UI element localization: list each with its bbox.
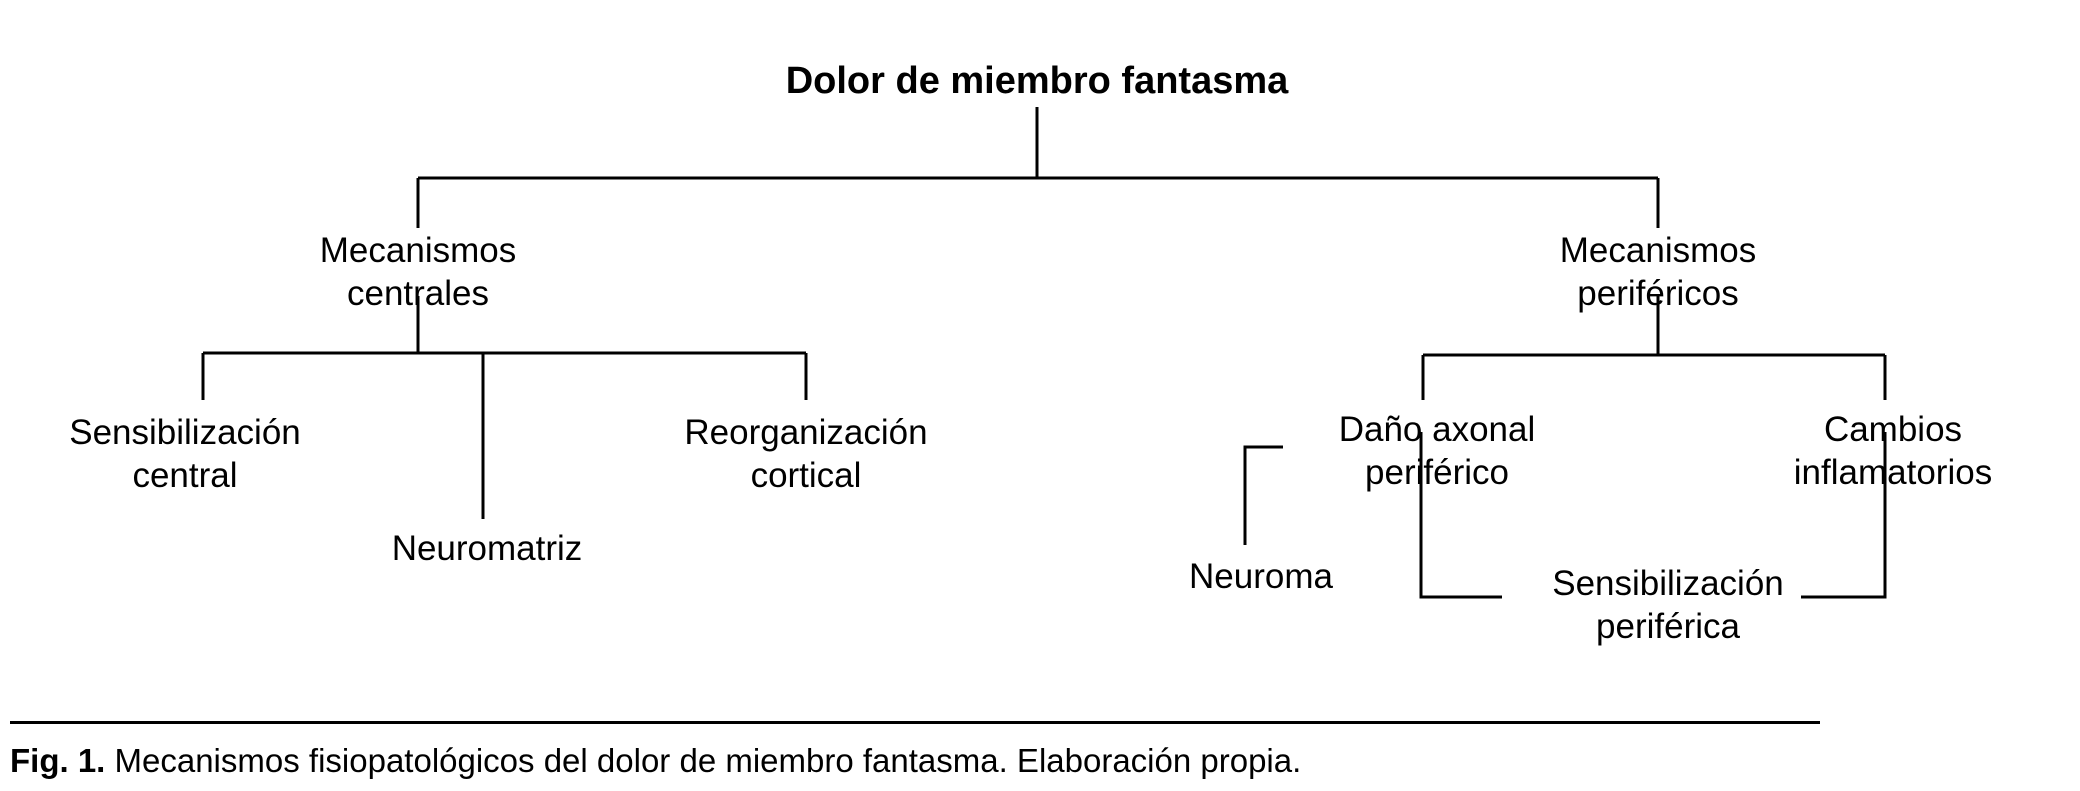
- node-neuroma-label: Neuroma: [1189, 557, 1333, 596]
- figure-caption-text: Mecanismos fisiopatológicos del dolor de…: [105, 742, 1302, 779]
- node-cambios-inflamatorios-line1: Cambios: [1824, 410, 1962, 449]
- node-mecanismos-perifericos-line1: Mecanismos: [1560, 231, 1756, 270]
- connector-group-perifericos: [1421, 296, 1887, 400]
- edge-dano-axonal-to-neuroma: [1243, 445, 1283, 545]
- node-neuromatriz-label: Neuromatriz: [392, 529, 583, 568]
- node-mecanismos-centrales-line2: centrales: [347, 274, 489, 313]
- edge-cambios-inflamatorios-to-sens-periferica: [1801, 432, 1887, 599]
- node-sensibilizacion-central-line2: central: [132, 456, 237, 495]
- figure-caption: Fig. 1. Mecanismos fisiopatológicos del …: [10, 740, 2010, 782]
- node-reorganizacion-cortical-line2: cortical: [751, 456, 862, 495]
- node-root-label: Dolor de miembro fantasma: [786, 60, 1289, 102]
- node-sensibilizacion-periferica-line1: Sensibilización: [1552, 564, 1784, 603]
- connector-group-leaves: [1243, 432, 1887, 599]
- figure-caption-label: Fig. 1.: [10, 742, 106, 779]
- caption-divider: [10, 721, 1820, 724]
- node-sensibilizacion-periferica-line2: periférica: [1596, 607, 1740, 646]
- connector-group-root: [416, 107, 1660, 228]
- node-dano-axonal-periferico-line2: periférico: [1365, 453, 1509, 492]
- edge-dano-axonal-to-sens-periferica: [1419, 432, 1502, 599]
- node-mecanismos-perifericos-line2: periféricos: [1577, 274, 1738, 313]
- node-dano-axonal-periferico-line1: Daño axonal: [1339, 410, 1536, 449]
- node-mecanismos-centrales-line1: Mecanismos: [320, 231, 516, 270]
- node-reorganizacion-cortical-line1: Reorganización: [684, 413, 927, 452]
- connector-group-centrales: [201, 296, 808, 519]
- node-sensibilizacion-central-line1: Sensibilización: [69, 413, 301, 452]
- node-cambios-inflamatorios-line2: inflamatorios: [1794, 453, 1992, 492]
